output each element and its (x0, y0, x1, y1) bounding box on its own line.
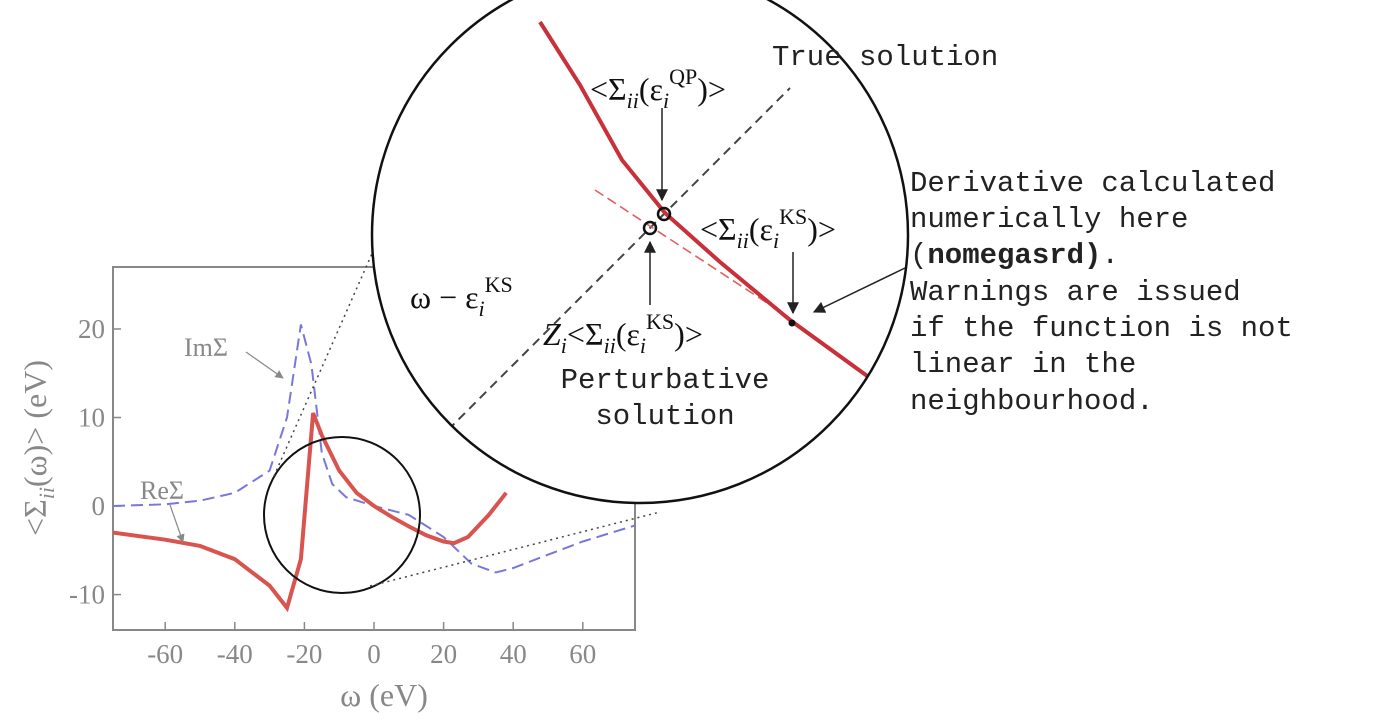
series-re-sigma (113, 412, 508, 613)
y-tick-label: 0 (92, 491, 106, 521)
perturbative-caption-line2: solution (595, 400, 734, 433)
x-tick-label: -20 (286, 639, 322, 669)
note-line-7: neighbourhood. (910, 385, 1154, 418)
series-im-sigma (113, 324, 635, 574)
legend-im-pointer (245, 351, 284, 379)
x-tick-label: 20 (430, 639, 457, 669)
derivative-note: Derivative calculated numerically here (… (910, 167, 1293, 418)
x-tick-label: 40 (500, 639, 527, 669)
zoom-inset-background (372, 0, 908, 503)
zoom-region-circle (263, 436, 421, 594)
derivative-note-arrow (812, 267, 906, 313)
qp-label: <Σii(εiQP)> (590, 64, 726, 113)
main-plot: -60 -40 -20 0 20 40 60 20 10 0 -10 ω (eV) <Σii(ω)… (17, 266, 636, 713)
x-tick-label: -60 (147, 639, 183, 669)
true-solution-label: True solution (772, 41, 998, 74)
note-line-1: Derivative calculated (910, 167, 1275, 200)
diagonal-line-omega-minus-eks (447, 87, 791, 431)
ks-sigma-label: <Σii(εiKS)> (700, 204, 836, 253)
zoom-connector-bottom (369, 511, 661, 587)
y-axis-label: <Σii(ω)> (eV) (17, 360, 59, 536)
zoom-connector-top (273, 239, 379, 477)
x-axis-label: ω (eV) (340, 677, 428, 713)
x-tick-label: 60 (569, 639, 596, 669)
note-line-2: numerically here (910, 203, 1188, 236)
note-line-3: (nomegasrd). (910, 239, 1119, 272)
ks-point-marker (788, 319, 796, 327)
y-ticks: 20 10 0 -10 (69, 314, 121, 610)
legend-im-sigma: ImΣ (184, 333, 228, 362)
diagonal-line-label: ω − εiKS (410, 272, 513, 321)
note-line-6: linear in the (910, 348, 1136, 381)
zoom-inset: True solution <Σii(εiQP)> <Σii(εiKS)> ω … (370, 0, 998, 505)
zoom-true-curve (538, 20, 872, 380)
x-tick-label: -40 (217, 639, 253, 669)
qp-solution-marker (656, 206, 672, 222)
tangent-line (594, 189, 791, 319)
note-line-5: if the function is not (910, 312, 1293, 345)
x-tick-label: 0 (367, 639, 381, 669)
legend-re-pointer (169, 504, 185, 543)
y-tick-label: 10 (78, 403, 105, 433)
perturbative-caption-line1: Perturbative (561, 364, 770, 397)
legend-re-sigma: ReΣ (140, 476, 184, 505)
y-tick-label: 20 (78, 314, 105, 344)
perturbative-solution-marker (642, 220, 658, 236)
x-ticks: -60 -40 -20 0 20 40 60 (147, 622, 596, 669)
note-line-4: Warnings are issued (910, 276, 1241, 309)
zoom-inset-border (370, 0, 910, 505)
y-tick-label: -10 (69, 580, 105, 610)
perturbative-label: Zi<Σii(εiKS)> (543, 309, 703, 358)
